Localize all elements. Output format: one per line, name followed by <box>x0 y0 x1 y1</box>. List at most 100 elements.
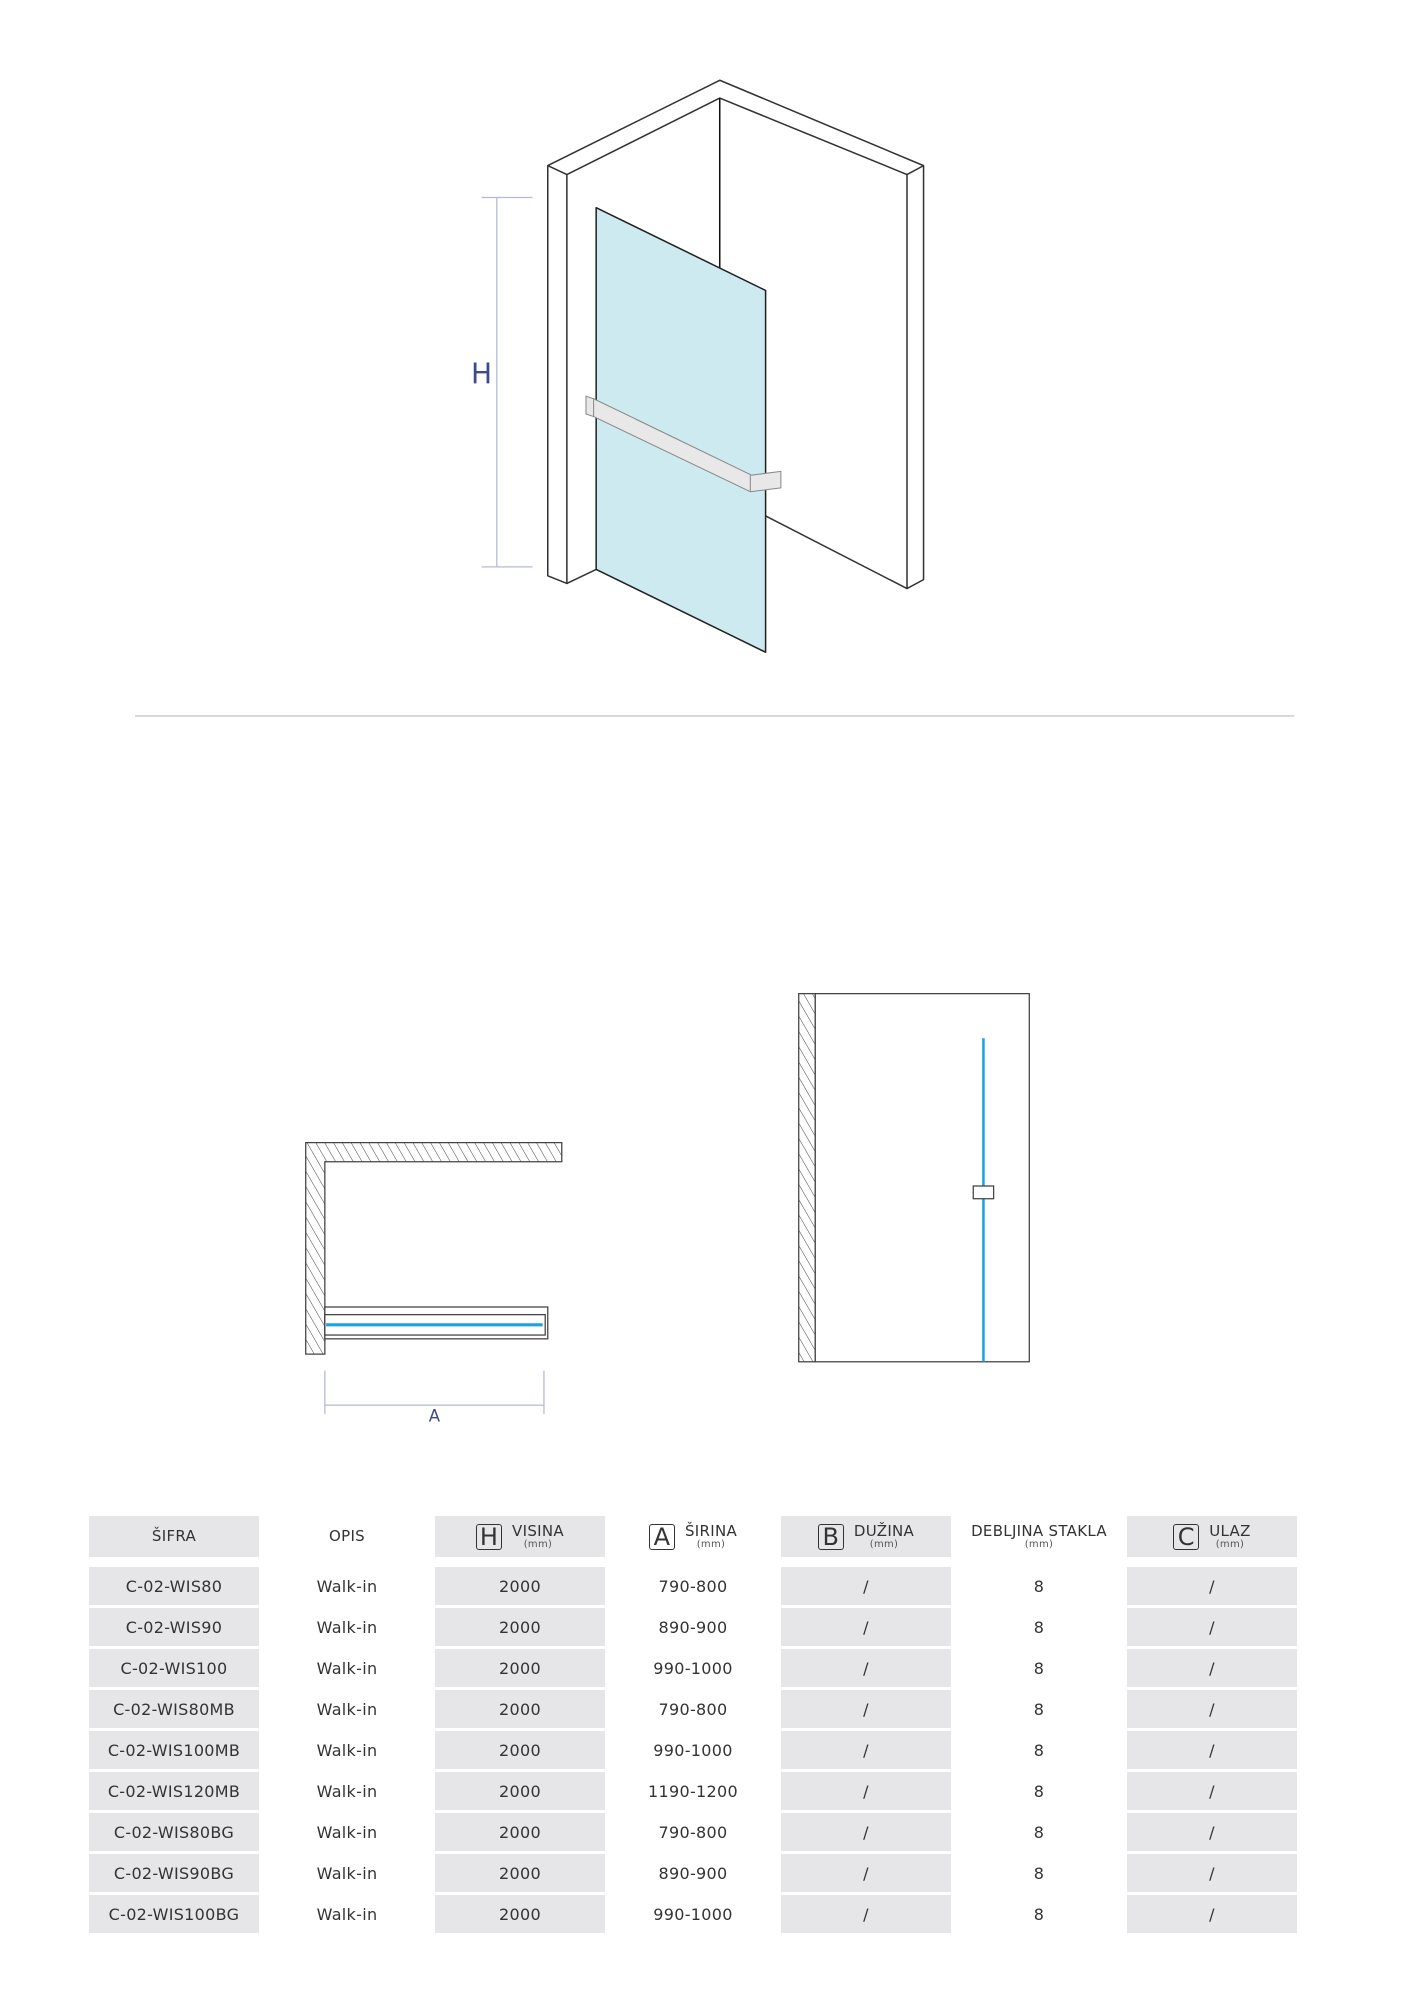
table-cell: 8 <box>954 1649 1124 1687</box>
dimension-badge: A <box>648 1523 675 1550</box>
table-cell: / <box>1127 1895 1297 1933</box>
hatched-wall <box>798 992 816 1363</box>
header-unit: (mm) <box>1215 1539 1245 1551</box>
header-label: ŠIFRA <box>151 1527 197 1546</box>
column-header: ŠIFRA <box>89 1516 259 1557</box>
table-cell: Walk-in <box>262 1731 432 1769</box>
table-cell: C-02-WIS100 <box>89 1649 259 1687</box>
table-cell: 2000 <box>435 1895 605 1933</box>
column-header: DEBLJINA STAKLA(mm) <box>954 1516 1124 1557</box>
table-cell: 890-900 <box>608 1608 778 1646</box>
table-cell: / <box>1127 1813 1297 1851</box>
plan-view <box>305 1142 563 1355</box>
header-unit: (mm) <box>523 1539 553 1551</box>
header-unit: (mm) <box>1024 1539 1054 1551</box>
table-cell: 2000 <box>435 1649 605 1687</box>
table-cell: C-02-WIS80BG <box>89 1813 259 1851</box>
table-cell: 790-800 <box>608 1567 778 1605</box>
table-cell: 1190-1200 <box>608 1772 778 1810</box>
table-cell: 790-800 <box>608 1690 778 1728</box>
header-label: DUŽINA <box>853 1521 915 1540</box>
width-label: A <box>429 1407 441 1426</box>
table-cell: 8 <box>954 1772 1124 1810</box>
table-cell: / <box>1127 1772 1297 1810</box>
table-cell: / <box>1127 1854 1297 1892</box>
table-cell: 8 <box>954 1608 1124 1646</box>
table-cell: Walk-in <box>262 1690 432 1728</box>
table-cell: 8 <box>954 1567 1124 1605</box>
header-label: DEBLJINA STAKLA <box>971 1521 1107 1540</box>
header-label-stack: VISINA(mm) <box>512 1523 564 1551</box>
table-cell: 990-1000 <box>608 1649 778 1687</box>
dimension-badge: B <box>817 1523 844 1550</box>
table-cell: 890-900 <box>608 1854 778 1892</box>
table-cell: 2000 <box>435 1772 605 1810</box>
table-cell: 2000 <box>435 1731 605 1769</box>
elevation-view <box>798 992 1030 1363</box>
column-header: OPIS <box>262 1516 432 1557</box>
towel-bar <box>585 395 782 493</box>
table-cell: Walk-in <box>262 1854 432 1892</box>
height-label: H <box>471 357 492 390</box>
table-cell: 2000 <box>435 1567 605 1605</box>
isometric-view <box>547 79 925 653</box>
header-label: ŠIRINA <box>684 1521 738 1540</box>
header-label-stack: OPIS <box>329 1528 365 1545</box>
table-cell: / <box>781 1690 951 1728</box>
table-cell: C-02-WIS100BG <box>89 1895 259 1933</box>
column-header: A ŠIRINA(mm) <box>608 1516 778 1557</box>
header-label-stack: DEBLJINA STAKLA(mm) <box>971 1523 1107 1551</box>
column-header: H VISINA(mm) <box>435 1516 605 1557</box>
table-cell: 8 <box>954 1813 1124 1851</box>
table-cell: / <box>781 1608 951 1646</box>
table-cell: 2000 <box>435 1854 605 1892</box>
header-unit: (mm) <box>869 1539 899 1551</box>
table-cell: 990-1000 <box>608 1731 778 1769</box>
table-cell: C-02-WIS80 <box>89 1567 259 1605</box>
table-cell: / <box>1127 1649 1297 1687</box>
table-cell: 2000 <box>435 1813 605 1851</box>
table-cell: / <box>781 1895 951 1933</box>
hatched-wall <box>305 1142 563 1355</box>
table-cell: / <box>1127 1567 1297 1605</box>
table-cell: Walk-in <box>262 1772 432 1810</box>
table-cell: 2000 <box>435 1608 605 1646</box>
dimension-badge: C <box>1173 1523 1200 1550</box>
header-label: VISINA <box>512 1521 564 1540</box>
table-cell: C-02-WIS100MB <box>89 1731 259 1769</box>
table-cell: Walk-in <box>262 1608 432 1646</box>
table-cell: Walk-in <box>262 1813 432 1851</box>
dimension-badge: H <box>476 1523 503 1550</box>
table-cell: 990-1000 <box>608 1895 778 1933</box>
table-cell: / <box>781 1731 951 1769</box>
table-cell: C-02-WIS90 <box>89 1608 259 1646</box>
table-cell: / <box>1127 1731 1297 1769</box>
glass-panel <box>595 206 767 653</box>
table-cell: 8 <box>954 1731 1124 1769</box>
column-header: B DUŽINA(mm) <box>781 1516 951 1557</box>
table-cell: / <box>781 1772 951 1810</box>
table-cell: C-02-WIS120MB <box>89 1772 259 1810</box>
table-cell: Walk-in <box>262 1567 432 1605</box>
table-cell: 2000 <box>435 1690 605 1728</box>
table-cell: / <box>781 1649 951 1687</box>
header-unit: (mm) <box>696 1539 726 1551</box>
table-cell: 790-800 <box>608 1813 778 1851</box>
table-cell: Walk-in <box>262 1895 432 1933</box>
table-cell: 8 <box>954 1895 1124 1933</box>
header-label-stack: ŠIFRA <box>152 1528 196 1545</box>
table-cell: 8 <box>954 1690 1124 1728</box>
